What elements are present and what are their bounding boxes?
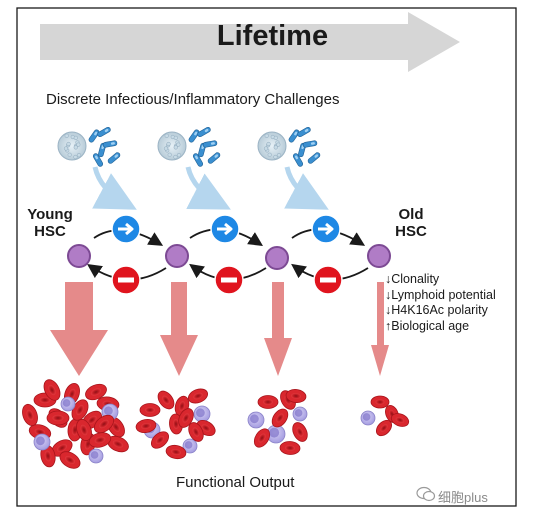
red-blood-cell [257,395,279,409]
red-blood-cell [43,379,61,401]
activation-badge-icon [111,214,141,244]
red-blood-cell [187,388,209,404]
activation-badges [111,214,341,244]
immune-cell [360,410,376,426]
immune-cell [266,424,286,444]
red-blood-cell [107,435,129,453]
young-label-line1: Young [27,206,73,223]
change-arrow: ↓ [385,272,392,286]
old-label-line2: HSC [395,223,427,240]
red-blood-cell [88,432,112,448]
blood-cluster-large [22,379,129,469]
immune-cell [292,406,308,422]
challenge-arrows [92,166,329,210]
hsc-cell-old [367,244,391,268]
red-blood-cell [178,408,194,428]
pathogen-cluster-icon [257,126,321,167]
red-blood-cell [46,410,70,426]
red-blood-cell [71,399,89,421]
red-blood-cell [370,395,390,409]
lifetime-label: Lifetime [216,20,329,52]
figure-frame [16,7,517,507]
change-text: H4K16Ac polarity [391,303,488,317]
red-blood-cell [40,444,56,468]
young-label-line2: HSC [34,223,66,240]
red-blood-cell [188,422,204,442]
inhibition-badge-icon [111,265,141,295]
change-text: Clonality [391,272,440,286]
change-text: Biological age [391,318,470,333]
watermark: 细胞plus [438,490,488,505]
output-arrow-smallest [371,282,389,376]
blood-cell-clusters [22,379,410,469]
immune-cell [88,448,104,464]
change-item: ↓Lymphoid potential [385,288,496,304]
inhibition-badge-icon [214,265,244,295]
immune-cell [247,411,265,429]
change-item: ↑Biological age [385,319,496,335]
red-blood-cell [165,444,187,460]
output-arrow-large [50,282,108,376]
pathogen-groups [57,126,321,167]
change-arrow: ↓ [385,287,392,302]
output-arrow-medium [160,282,198,376]
red-blood-cell [292,422,308,442]
bacteria-icon [88,126,121,167]
inhibition-badge-icon [313,265,343,295]
red-blood-cell [285,389,307,403]
blood-cluster-small [247,389,308,455]
change-arrow: ↑ [385,318,392,333]
red-blood-cell [271,408,289,428]
immune-cell [33,433,51,451]
aging-changes-list: ↓Clonality ↓Lymphoid potential ↓H4K16Ac … [385,272,496,334]
immune-cell [182,438,198,454]
pathogen-cluster-icon [157,126,221,167]
red-blood-cell [390,413,410,427]
functional-output-label: Functional Output [176,474,295,491]
change-arrow: ↓ [385,303,392,317]
output-arrow-small [264,282,292,376]
red-blood-cell [22,403,38,427]
immune-cell [60,396,76,412]
red-blood-cell [93,414,115,434]
bacteria-icon [188,126,221,167]
change-item: ↓H4K16Ac polarity [385,303,496,319]
blood-cluster-smallest [360,395,410,437]
bacteria-icon [288,126,321,167]
red-blood-cell [76,418,92,442]
young-hsc-label: Young HSC [20,206,80,240]
red-blood-cell [139,403,161,417]
output-arrows [50,282,389,376]
immune-cell [193,405,211,423]
old-hsc-label: Old HSC [386,206,436,240]
red-blood-cell [157,390,175,410]
change-item: ↓Clonality [385,272,496,288]
red-blood-cell [376,419,392,437]
red-blood-cell [135,418,157,434]
activation-badge-icon [311,214,341,244]
inhibition-badges [111,265,343,295]
wechat-icon [416,486,436,502]
old-label-line1: Old [398,206,424,223]
hsc-cells [67,244,391,270]
red-blood-cell [150,431,170,449]
challenges-label: Discrete Infectious/Inflammatory Challen… [46,91,340,108]
hsc-cell [265,246,289,270]
activation-badge-icon [210,214,240,244]
hsc-cell [165,244,189,268]
lifetime-arrow [40,12,460,72]
red-blood-cell [279,441,301,455]
blood-cluster-medium [135,388,216,460]
red-blood-cell [253,428,271,448]
pathogen-cluster-icon [57,126,121,167]
red-blood-cell [59,451,81,469]
hsc-cell-young [67,244,91,268]
red-blood-cell [85,383,107,401]
change-text: Lymphoid potential [391,287,496,302]
